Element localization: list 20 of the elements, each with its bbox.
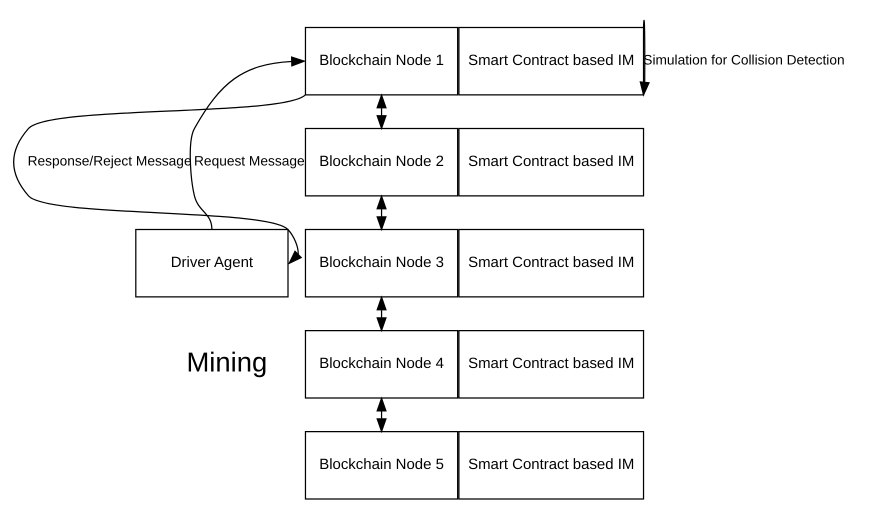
- arrow: [376, 194, 387, 232]
- edge-label: Request Message: [194, 154, 305, 169]
- arrow: [376, 93, 387, 130]
- arrow: [13, 94, 306, 265]
- node-box: Blockchain Node 3: [304, 228, 458, 298]
- node-box: Smart Contract based IM: [458, 330, 644, 399]
- node-box: Smart Contract based IM: [458, 128, 644, 196]
- label: Mining: [186, 346, 268, 378]
- node-box: Blockchain Node 1: [304, 26, 458, 96]
- arrow: [376, 396, 387, 434]
- node-box: Smart Contract based IM: [458, 228, 644, 298]
- node-box: Smart Contract based IM: [458, 26, 644, 96]
- arrow: [640, 20, 650, 97]
- node-box: Blockchain Node 2: [304, 128, 458, 196]
- arrow: [376, 295, 387, 332]
- node-box: Blockchain Node 5: [304, 431, 458, 500]
- arrow: [190, 56, 306, 230]
- node-box: Driver Agent: [135, 228, 289, 298]
- node-box: Blockchain Node 4: [304, 330, 458, 399]
- node-box: Smart Contract based IM: [458, 431, 644, 500]
